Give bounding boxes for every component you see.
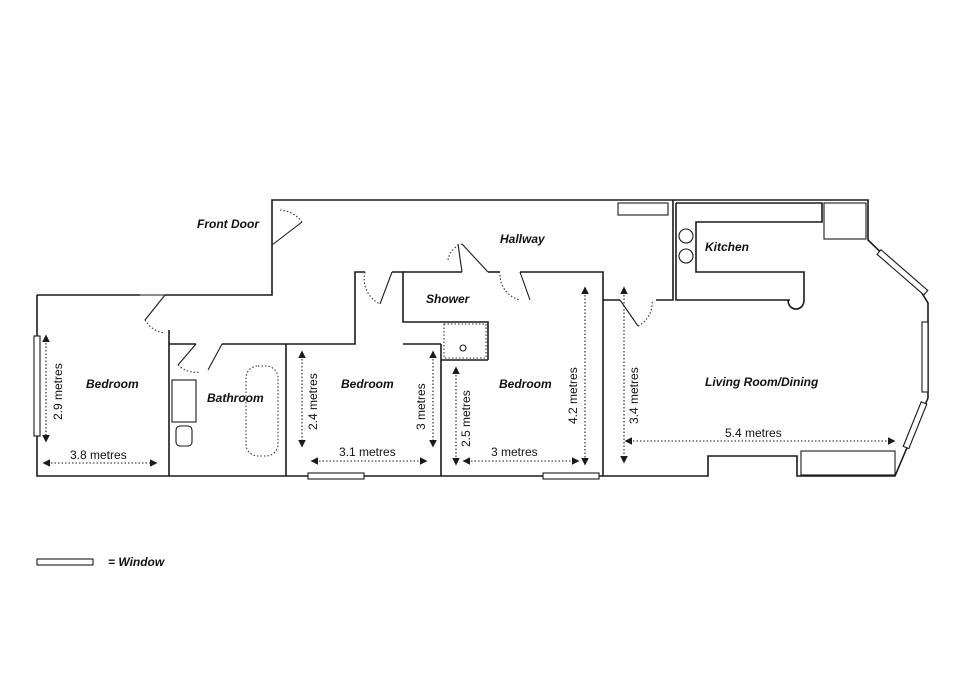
window [902,401,928,450]
corner-unit [823,202,867,240]
shower-drain [459,344,467,352]
sofa-unit [800,450,896,476]
dim-living-height: 3.4 metres [627,367,641,424]
label-kitchen: Kitchen [705,240,749,254]
dim-bed1-width: 3.8 metres [70,448,127,462]
hob-ring-icon [678,248,694,264]
window [33,335,41,437]
dim-living-width: 5.4 metres [725,426,782,440]
dim-bed2-height: 2.4 metres [306,373,320,430]
toilet [175,425,193,447]
legend-window-swatch [36,558,94,566]
label-shower: Shower [426,292,471,306]
legend: = Window [36,555,165,569]
counter [617,202,669,216]
shower-tray [443,323,487,359]
dimension-labels: 2.9 metres 3.8 metres 2.4 metres 3.1 met… [51,363,782,462]
dim-bed3-height: 2.5 metres [459,390,473,447]
window [542,472,600,480]
dim-bed3-width: 3 metres [491,445,538,459]
legend-window-label: = Window [108,555,165,569]
outer-walls [36,199,929,477]
window [307,472,365,480]
window [876,248,929,296]
hob-ring-icon [678,228,694,244]
windows [33,248,929,480]
label-hallway: Hallway [500,232,546,246]
room-labels: Front Door Hallway Kitchen Shower Bedroo… [86,217,819,405]
fixtures [171,202,896,476]
label-bedroom-2: Bedroom [341,377,394,391]
bathtub [245,365,279,457]
basin [171,379,197,423]
interior-walls [168,200,823,476]
dimension-arrows [42,286,896,467]
label-bedroom-3: Bedroom [499,377,552,391]
window [921,321,929,393]
dim-bed2-width: 3.1 metres [339,445,396,459]
dim-bed2-depth: 3 metres [414,383,428,430]
label-front-door: Front Door [197,217,260,231]
label-living-dining: Living Room/Dining [705,375,819,389]
dim-bed3-depth: 4.2 metres [566,367,580,424]
label-bedroom-1: Bedroom [86,377,139,391]
label-bathroom: Bathroom [207,391,264,405]
dim-bed1-height: 2.9 metres [51,363,65,420]
doors [140,209,653,373]
